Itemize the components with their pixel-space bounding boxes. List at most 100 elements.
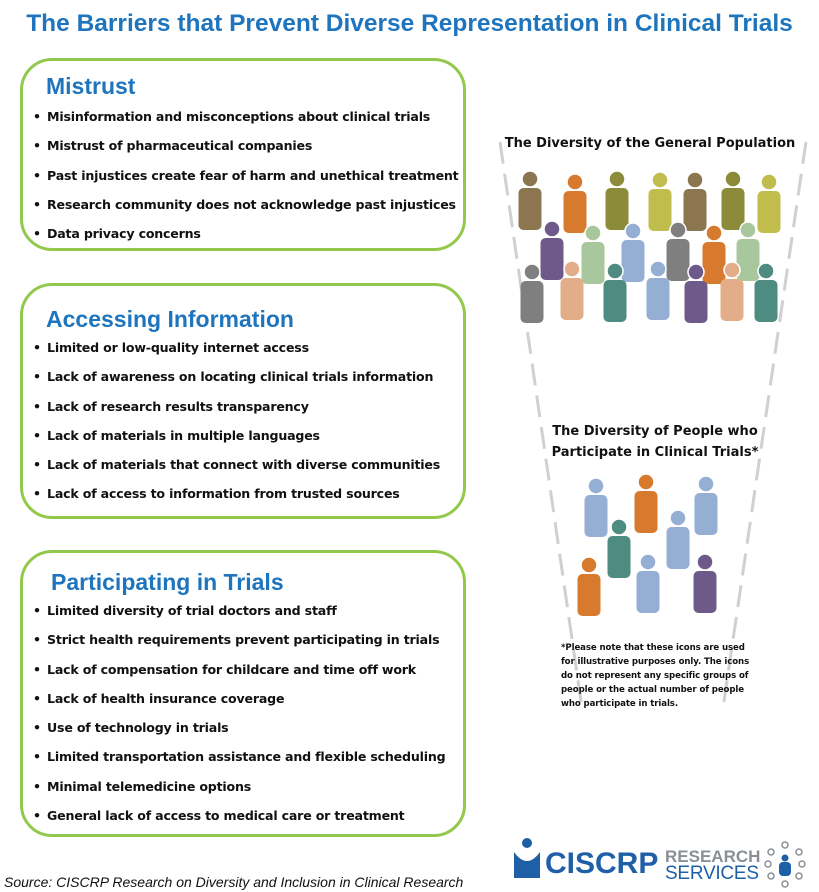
barrier-item: • Limited or low-quality internet access bbox=[33, 338, 455, 367]
bullet-icon: • bbox=[33, 196, 41, 212]
barrier-item: • Misinformation and misconceptions about… bbox=[33, 107, 455, 136]
person-icon bbox=[603, 262, 627, 322]
bullet-icon: • bbox=[33, 167, 41, 183]
person-icon bbox=[605, 170, 629, 230]
barrier-text: Lack of materials that connect with dive… bbox=[47, 457, 441, 473]
barrier-text: Lack of awareness on locating clinical t… bbox=[47, 369, 434, 385]
barrier-item: • General lack of access to medical care … bbox=[33, 806, 455, 835]
barrier-item: • Strict health requirements prevent part… bbox=[33, 630, 455, 659]
bullet-icon: • bbox=[33, 398, 41, 414]
person-icon bbox=[540, 220, 564, 280]
bullet-icon: • bbox=[33, 138, 41, 154]
label-line: The Diversity of People who bbox=[552, 424, 758, 439]
participant-icon bbox=[584, 477, 608, 537]
barrier-text: Limited or low-quality internet access bbox=[47, 340, 309, 355]
barrier-text: Research community does not acknowledge … bbox=[47, 196, 456, 212]
barrier-text: Minimal telemedicine options bbox=[47, 778, 252, 794]
barrier-text: Lack of access to information from trust… bbox=[47, 486, 400, 502]
person-icon bbox=[736, 221, 760, 281]
participant-icon bbox=[636, 553, 660, 613]
participant-icon bbox=[693, 553, 717, 613]
barrier-item: • Mistrust of pharmaceutical companies bbox=[33, 136, 455, 165]
barrier-text: Lack of materials in multiple languages bbox=[47, 427, 320, 443]
research-services-logo: RESEARCH SERVICES bbox=[665, 841, 806, 888]
participant-icon bbox=[634, 473, 658, 533]
person-icon bbox=[518, 170, 542, 230]
participant-icon bbox=[666, 509, 690, 569]
source-citation: Source: CISCRP Research on Diversity and… bbox=[4, 874, 464, 890]
barrier-text: Lack of research results transparency bbox=[47, 398, 309, 414]
barrier-text: Mistrust of pharmaceutical companies bbox=[47, 138, 313, 154]
person-icon bbox=[560, 260, 584, 320]
bullet-icon: • bbox=[33, 749, 41, 765]
section-participating-in-trials: Participating in Trials • Limited diversi… bbox=[20, 550, 466, 837]
barrier-item: • Limited diversity of trial doctors and … bbox=[33, 601, 455, 630]
ciscrp-wordmark: CISCRP bbox=[545, 847, 658, 880]
section-mistrust: Mistrust • Misinformation and misconcepti… bbox=[20, 58, 466, 251]
barrier-item: • Lack of awareness on locating clinical … bbox=[33, 367, 455, 396]
bullet-icon: • bbox=[33, 457, 41, 473]
barrier-item: • Use of technology in trials bbox=[33, 718, 455, 747]
barrier-text: Misinformation and misconceptions about … bbox=[47, 109, 431, 124]
barrier-text: Limited diversity of trial doctors and s… bbox=[47, 603, 337, 618]
bullet-icon: • bbox=[33, 427, 41, 443]
barrier-item: •Lack of compensation for childcare and … bbox=[33, 660, 455, 689]
participant-icon bbox=[694, 475, 718, 535]
person-icon bbox=[666, 221, 690, 281]
ciscrp-logo: CISCRP bbox=[514, 838, 658, 880]
barrier-text: General lack of access to medical care o… bbox=[47, 808, 405, 824]
barrier-text: Strict health requirements prevent parti… bbox=[47, 632, 440, 648]
network-icon bbox=[764, 841, 806, 888]
bullet-icon: • bbox=[33, 808, 41, 824]
bullet-icon: • bbox=[33, 486, 41, 502]
bullet-icon: • bbox=[33, 340, 41, 355]
section-heading: Participating in Trials bbox=[51, 569, 284, 595]
barrier-item: •Data privacy concerns bbox=[33, 224, 455, 253]
person-icon bbox=[648, 171, 672, 231]
barrier-item: • Lack of research results transparency bbox=[33, 397, 455, 426]
barrier-text: Lack of compensation for childcare and t… bbox=[47, 661, 416, 677]
bullet-icon: • bbox=[33, 226, 41, 242]
barrier-item: •Minimal telemedicine options bbox=[33, 777, 455, 806]
barrier-item: • Lack of health insurance coverage bbox=[33, 689, 455, 718]
bullet-icon: • bbox=[33, 109, 41, 124]
participant-icon bbox=[607, 518, 631, 578]
section-heading: Mistrust bbox=[46, 73, 136, 99]
participant-icon bbox=[577, 556, 601, 616]
person-icon bbox=[683, 171, 707, 231]
person-icon bbox=[646, 260, 670, 320]
person-icon bbox=[757, 173, 781, 233]
person-icon bbox=[520, 263, 544, 323]
svg-text:RESEARCH: RESEARCH bbox=[665, 847, 760, 866]
person-icon bbox=[581, 224, 605, 284]
barrier-list: •Limited or low-quality internet access•… bbox=[33, 338, 455, 514]
label-line: Participate in Clinical Trials* bbox=[551, 445, 759, 460]
barrier-item: • Past injustices create fear of harm and… bbox=[33, 166, 459, 195]
bullet-icon: • bbox=[33, 603, 41, 618]
disclaimer-note: *Please note that these icons are used f… bbox=[561, 643, 750, 709]
person-icon bbox=[702, 224, 726, 284]
trial-participants-label: The Diversity of People who Participate … bbox=[520, 421, 790, 463]
barrier-text: Past injustices create fear of harm and … bbox=[47, 167, 459, 183]
person-icon bbox=[720, 261, 744, 321]
person-icon bbox=[621, 222, 645, 282]
person-icon bbox=[563, 173, 587, 233]
barrier-item: • Research community does not acknowledge… bbox=[33, 195, 456, 224]
barrier-item: • Lack of materials that connect with div… bbox=[33, 455, 455, 484]
person-icon bbox=[721, 170, 745, 230]
section-heading: Accessing Information bbox=[46, 306, 294, 332]
bullet-icon: • bbox=[33, 369, 41, 385]
svg-text:SERVICES: SERVICES bbox=[665, 863, 759, 884]
person-icon bbox=[754, 262, 778, 322]
barrier-text: Use of technology in trials bbox=[47, 720, 229, 736]
general-population-label: The Diversity of the General Population bbox=[504, 136, 796, 151]
bullet-icon: • bbox=[33, 632, 41, 648]
barrier-text: Lack of health insurance coverage bbox=[47, 690, 285, 706]
barrier-item: • Lack of access to information from trus… bbox=[33, 484, 455, 513]
bullet-icon: • bbox=[33, 720, 41, 736]
bullet-icon: • bbox=[33, 690, 41, 706]
barrier-item: • Lack of materials in multiple languages bbox=[33, 426, 455, 455]
person-icon bbox=[684, 263, 708, 323]
